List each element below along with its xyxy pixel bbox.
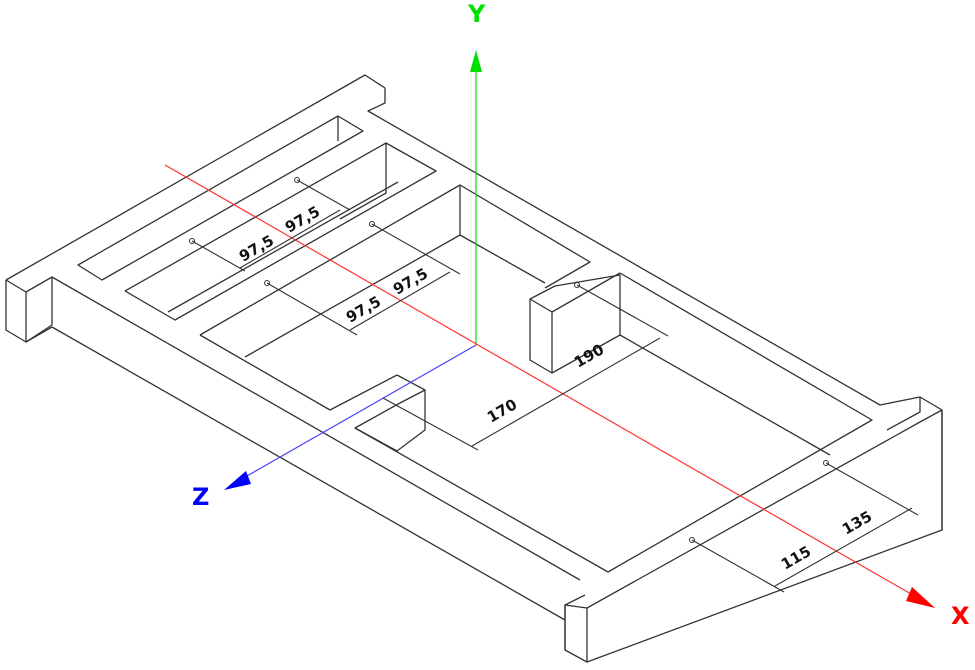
x-axis-arrow-icon bbox=[906, 587, 935, 608]
y-axis-label: Y bbox=[467, 0, 486, 28]
z-axis-line bbox=[239, 344, 477, 481]
dimension-label-97-5-d: 97,5 bbox=[390, 264, 431, 298]
y-axis-arrow-icon bbox=[470, 50, 482, 72]
dimension-lines bbox=[189, 177, 919, 593]
dimension-label-115: 115 bbox=[778, 542, 814, 573]
dimension-label-97-5-a: 97,5 bbox=[236, 231, 277, 265]
x-axis-line bbox=[164, 164, 919, 599]
z-axis-arrow-icon bbox=[224, 471, 251, 490]
axes: Y X Z bbox=[164, 0, 970, 630]
dimension-label-135: 135 bbox=[839, 507, 875, 538]
z-axis-label: Z bbox=[192, 483, 209, 511]
frame-outline bbox=[5, 74, 943, 663]
x-axis-label: X bbox=[951, 602, 970, 630]
